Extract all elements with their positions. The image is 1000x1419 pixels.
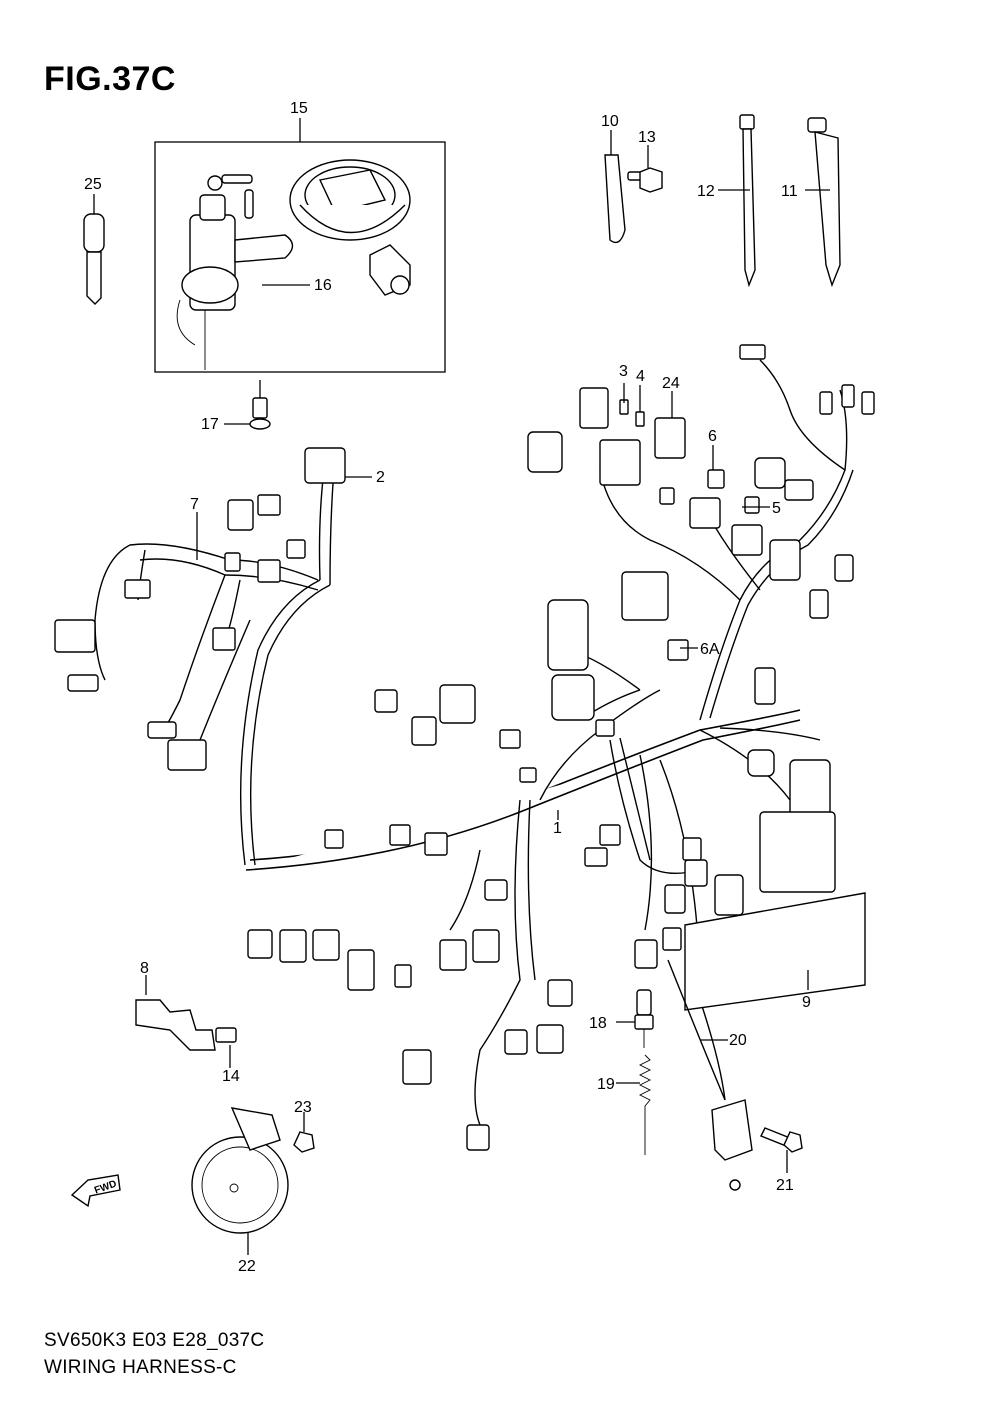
screw-17 (224, 380, 271, 430)
callout-7: 7 (190, 496, 199, 513)
cable-tie-12 (718, 114, 756, 288)
callout-13: 13 (638, 129, 656, 146)
callout-3: 3 (619, 363, 628, 380)
figure-title: FIG.37C (44, 60, 176, 98)
label-plate-9 (684, 892, 866, 1011)
callout-18: 18 (589, 1015, 607, 1032)
callout-5: 5 (772, 500, 781, 517)
bracket-8 (135, 975, 237, 1068)
callout-6: 6 (708, 428, 717, 445)
callout-2: 2 (376, 469, 385, 486)
callout-8: 8 (140, 960, 149, 977)
fuel-cap-lock (289, 159, 411, 241)
callout-14: 14 (222, 1068, 240, 1085)
connector-group (54, 344, 875, 1151)
callout-17: 17 (201, 416, 219, 433)
bolt-13 (627, 145, 663, 193)
horn-22 (191, 1107, 289, 1255)
callout-9: 9 (802, 994, 811, 1011)
callout-22: 22 (238, 1258, 256, 1275)
bolt-23 (293, 1112, 315, 1153)
clamp-10 (604, 130, 626, 244)
main-wiring-harness (239, 359, 854, 1126)
callout-12: 12 (697, 183, 715, 200)
key (83, 194, 105, 305)
seat-lock (369, 244, 411, 296)
fwd-arrow-icon: FWD (70, 1174, 121, 1208)
callout-20: 20 (729, 1032, 747, 1049)
cable-tie-11 (805, 117, 841, 288)
callout-21: 21 (776, 1177, 794, 1194)
callout-25: 25 (84, 176, 102, 193)
callout-10: 10 (601, 113, 619, 130)
sub-harness-7 (94, 543, 319, 741)
callout-leaders (196, 383, 770, 820)
callout-16: 16 (314, 277, 332, 294)
ignition-switch (176, 174, 310, 370)
sidestand-switch-20 (667, 959, 753, 1191)
callout-1: 1 (553, 820, 562, 837)
figure-name: WIRING HARNESS-C (44, 1357, 237, 1378)
callout-labels: 1 2 3 5 4 6 6A 7 8 9 10 11 12 13 14 15 1… (84, 100, 811, 1275)
callout-6a: 6A (700, 641, 720, 658)
callout-23: 23 (294, 1099, 312, 1116)
bolt-21 (760, 1127, 803, 1173)
callout-24: 24 (662, 375, 680, 392)
ignition-lock-set-box (154, 118, 446, 373)
callout-19: 19 (597, 1076, 615, 1093)
callout-11: 11 (781, 183, 798, 200)
callout-4: 4 (636, 368, 645, 385)
brake-switch-18 (616, 989, 654, 1048)
figure-code: SV650K3 E03 E28_037C (44, 1330, 265, 1351)
spring-19 (616, 1054, 652, 1155)
callout-15: 15 (290, 100, 308, 117)
